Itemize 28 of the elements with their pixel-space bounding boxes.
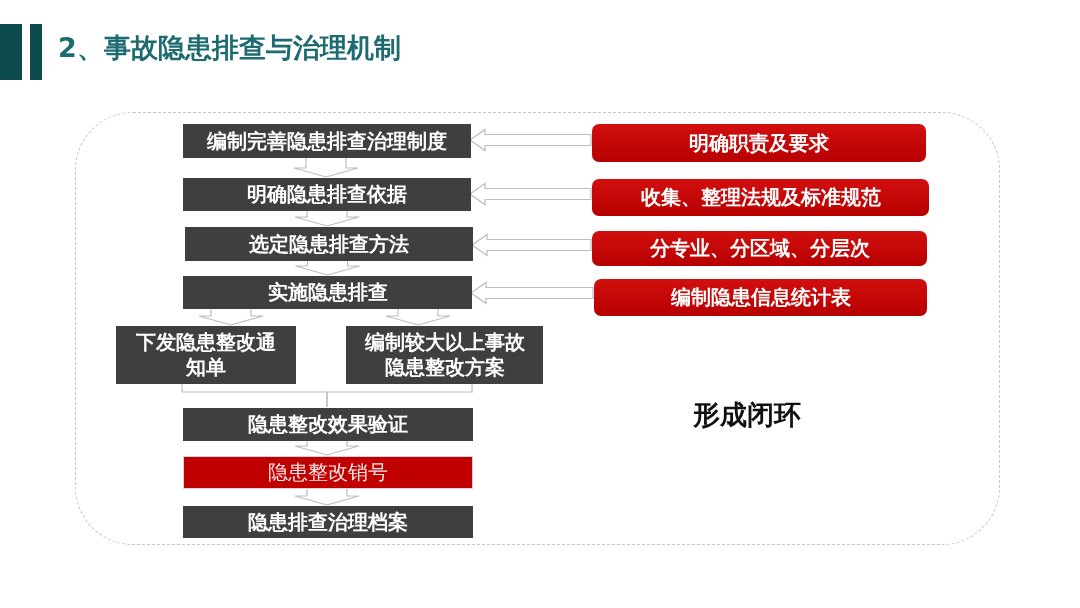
hollow-arrow <box>294 487 360 506</box>
process-box: 下发隐患整改通知单 <box>116 326 296 384</box>
hollow-arrow <box>468 182 592 206</box>
process-box: 隐患整改销号 <box>183 456 473 489</box>
process-box: 选定隐患排查方法 <box>185 227 473 261</box>
hollow-arrow <box>198 307 264 326</box>
process-box: 编制较大以上事故隐患整改方案 <box>346 326 543 384</box>
hollow-arrow <box>294 209 360 227</box>
process-box: 明确隐患排查依据 <box>183 178 471 211</box>
hollow-arrow <box>293 156 359 178</box>
requirement-box: 明确职责及要求 <box>592 124 926 162</box>
loop-label: 形成闭环 <box>693 398 801 432</box>
hollow-arrow <box>385 307 451 326</box>
requirement-box: 编制隐患信息统计表 <box>594 279 927 316</box>
hollow-arrow <box>294 259 361 276</box>
hollow-arrow <box>470 233 592 257</box>
hollow-arrow <box>468 128 592 152</box>
requirement-box: 收集、整理法规及标准规范 <box>592 179 929 216</box>
hollow-arrow <box>469 281 594 305</box>
process-box: 隐患整改效果验证 <box>183 408 473 441</box>
process-box: 编制完善隐患排查治理制度 <box>183 124 471 158</box>
requirement-box: 分专业、分区域、分层次 <box>592 231 927 266</box>
dashed-frame <box>75 112 1000 545</box>
process-box: 隐患排查治理档案 <box>183 506 473 538</box>
hollow-arrow <box>294 439 360 456</box>
connector-line <box>326 382 473 408</box>
slide-title: 2、事故隐患排查与治理机制 <box>58 31 401 65</box>
process-box: 实施隐患排查 <box>183 276 472 309</box>
